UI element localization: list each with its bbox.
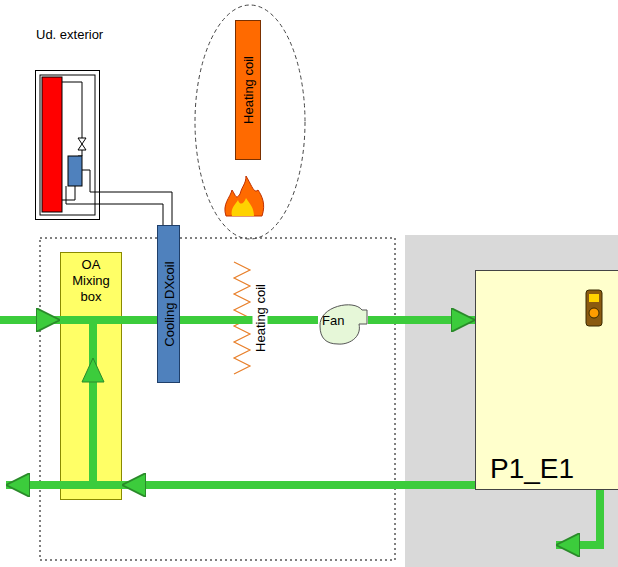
node-label: Fan (322, 313, 344, 328)
node-label: OA Mixing box (61, 253, 121, 305)
coil-label: Heating coil (253, 282, 268, 354)
outdoor-unit-internals (40, 75, 100, 215)
cooling-coil-box: Cooling DXcoil (157, 225, 180, 383)
airflow-arrow (122, 485, 475, 486)
airflow-arrow (122, 320, 157, 321)
heating-coil-box: Heating coil (235, 20, 261, 160)
node-label: Heating coil (241, 56, 256, 124)
node-label: Ud. exterior (36, 27, 103, 42)
thermostat-icon (583, 288, 605, 328)
outdoor-unit: Ud. exterior (35, 70, 100, 220)
heater-group-outline (195, 5, 305, 239)
refrigerant-line (100, 192, 172, 225)
flame-symbol (225, 176, 264, 216)
node-label: Cooling DXcoil (161, 261, 176, 346)
ahu-housing (40, 238, 395, 560)
node-label: P1_E1 (490, 453, 574, 485)
mixing-box: OA Mixing box (60, 252, 122, 500)
fan-shape: Fan (318, 298, 368, 346)
airflow-arrow (180, 320, 318, 321)
airflow-arrow (368, 320, 475, 321)
